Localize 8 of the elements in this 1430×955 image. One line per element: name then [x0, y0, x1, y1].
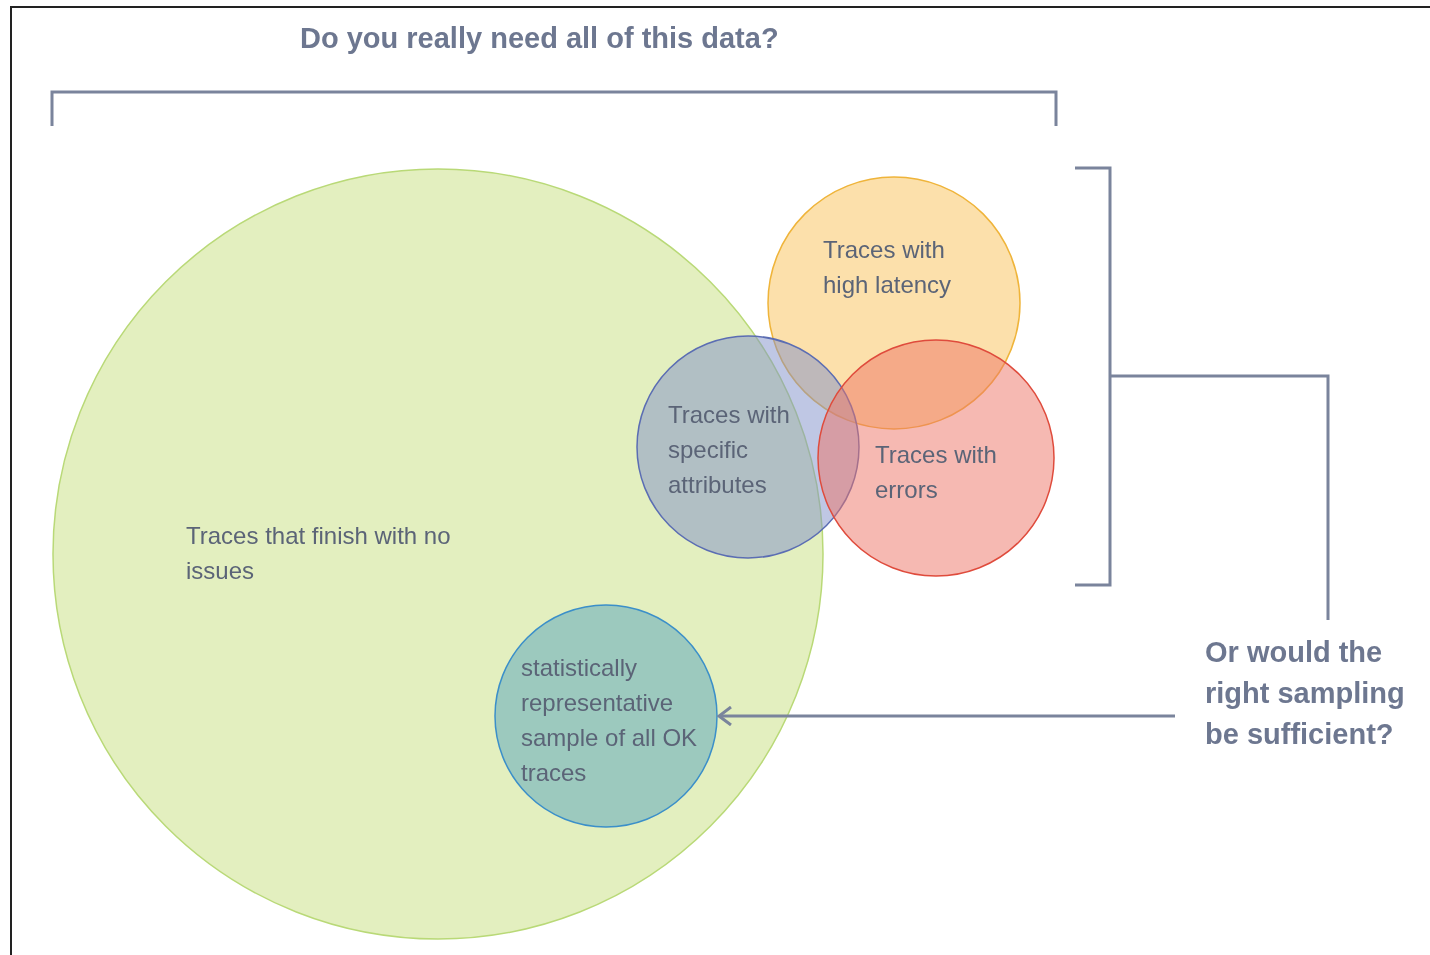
question-text: Or would the right sampling be sufficient? [1205, 635, 1406, 752]
circle-label: Traces that finish with no issues [186, 521, 452, 586]
circle-label: statistically representative sample of all OK traces [521, 653, 699, 788]
circle-label: Traces with specific attributes [668, 400, 791, 500]
circle-label: Traces with high latency [823, 235, 953, 300]
circle-label: Traces with errors [875, 440, 998, 505]
title: Do you really need all of this data? [300, 22, 779, 55]
arrow [717, 705, 1175, 727]
